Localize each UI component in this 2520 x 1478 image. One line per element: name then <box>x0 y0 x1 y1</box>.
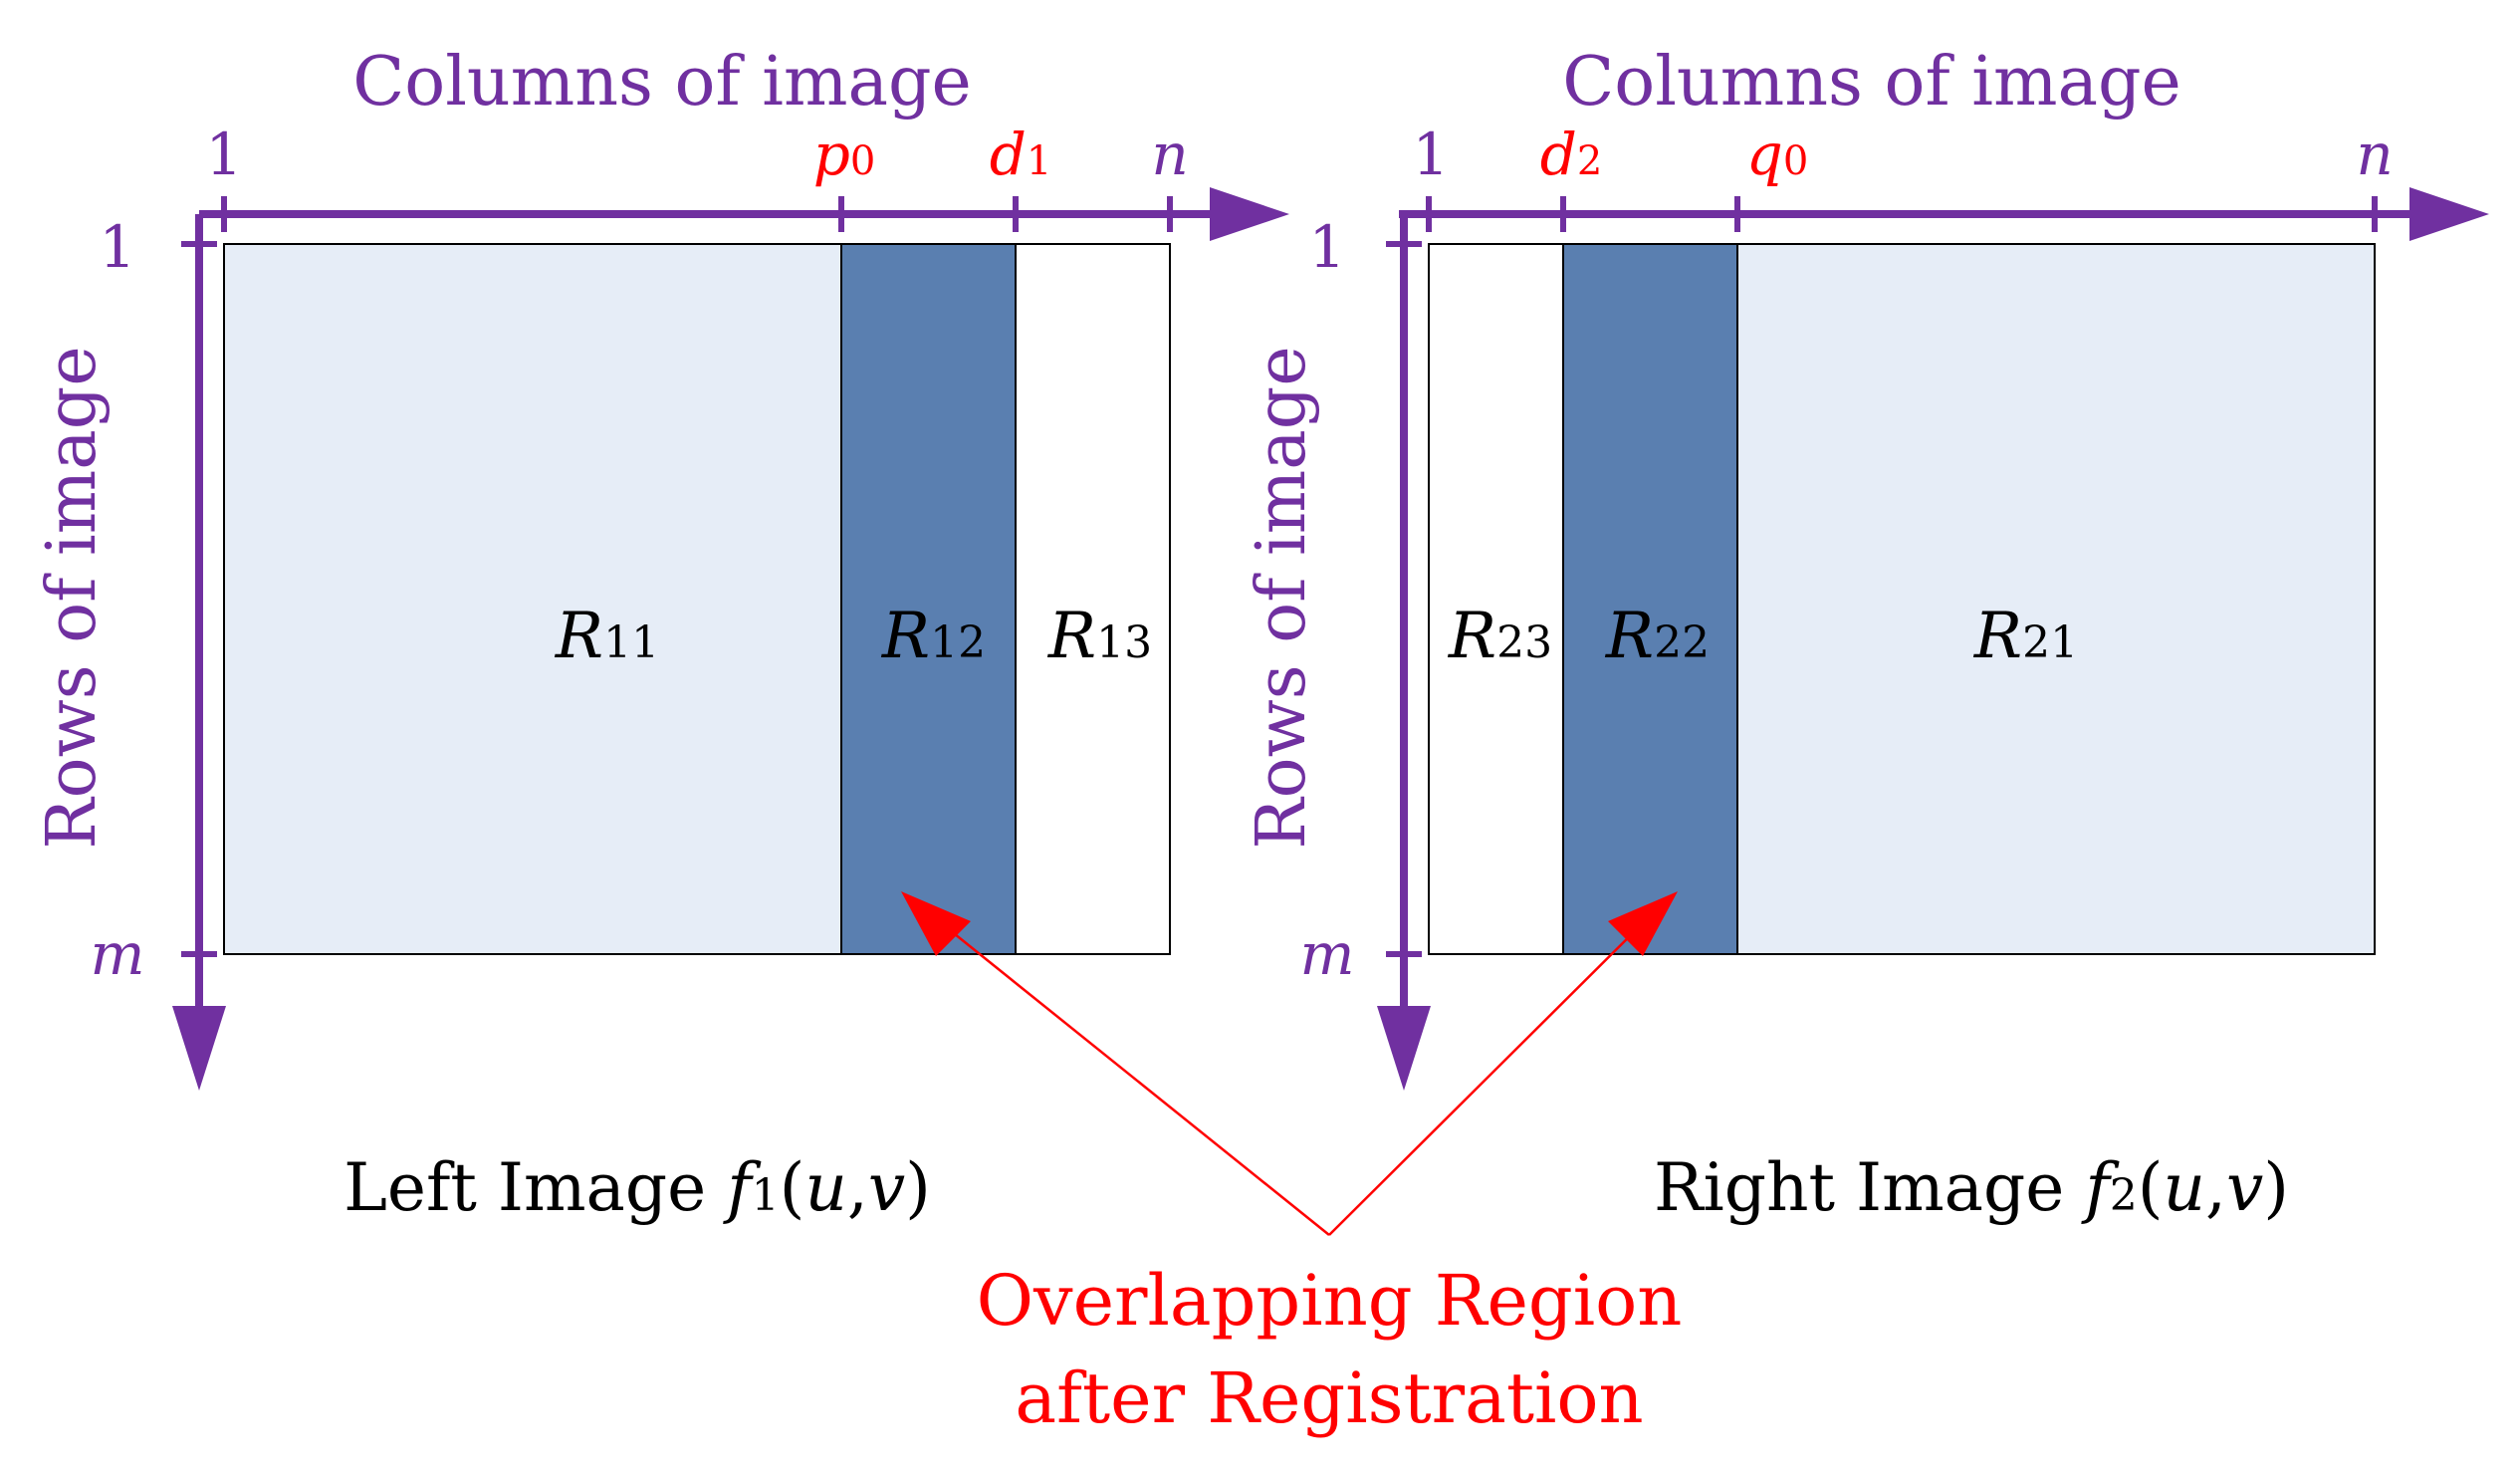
left-rows-title: Rows of image <box>33 346 112 849</box>
right-tick-label-n: n <box>2356 121 2393 188</box>
callout-line-right <box>1328 900 1666 1236</box>
region-r23 <box>1428 243 1564 955</box>
left-tick-label-d1: d1 <box>990 121 1052 188</box>
left-tick-label-n: n <box>1151 121 1188 188</box>
region-r21 <box>1736 243 2376 955</box>
right-region-label-r22: R22 <box>1605 600 1710 673</box>
overlap-callout: Overlapping Region after Registration <box>901 891 1682 1439</box>
right-tick-label-q0: q0 <box>1746 121 1809 188</box>
region-r13 <box>1015 243 1171 955</box>
right-tick-label-col-1: 1 <box>1413 121 1450 188</box>
right-tick-label-m: m <box>1300 920 1355 988</box>
right-tick-label-d2: d2 <box>1540 121 1603 188</box>
left-tick-label-col-1: 1 <box>206 121 243 188</box>
right-region-label-r21: R21 <box>1973 600 2078 673</box>
left-tick-label-m: m <box>91 920 145 988</box>
overlap-label-line2: after Registration <box>1015 1357 1643 1439</box>
right-region-label-r23: R23 <box>1448 600 1552 673</box>
right-column-axis-arrowhead <box>2409 187 2489 241</box>
left-row-axis-arrowhead <box>172 1006 226 1091</box>
left-tick-label-row-1: 1 <box>100 213 136 281</box>
right-row-axis-arrowhead <box>1377 1006 1431 1091</box>
left-columns-title: Columns of image <box>352 43 972 122</box>
callout-line-left <box>913 900 1330 1236</box>
left-region-label-r11: R11 <box>555 600 659 673</box>
right-columns-title: Columns of image <box>1562 43 2181 122</box>
region-r11 <box>223 243 842 955</box>
left-region-label-r12: R12 <box>881 600 986 673</box>
left-region-label-r13: R13 <box>1047 600 1152 673</box>
left-tick-label-p0: p0 <box>813 121 876 188</box>
right-caption: Right Image f2(u,v) <box>1654 1149 2289 1226</box>
left-column-axis-arrowhead <box>1210 187 1289 241</box>
right-image-panel: Columns of image Rows of image 1 d2 q0 n… <box>1243 43 2489 1226</box>
region-r22 <box>1562 243 1738 955</box>
left-image-panel: Columns of image Rows of image 1 p0 d1 n… <box>33 43 1289 1226</box>
right-tick-label-row-1: 1 <box>1309 213 1346 281</box>
region-r12 <box>840 243 1017 955</box>
callout-arrowhead-right <box>1608 891 1678 956</box>
right-rows-title: Rows of image <box>1243 346 1321 849</box>
left-caption: Left Image f1(u,v) <box>344 1149 931 1226</box>
callout-arrowhead-left <box>901 891 971 956</box>
overlap-label-line1: Overlapping Region <box>977 1260 1683 1342</box>
